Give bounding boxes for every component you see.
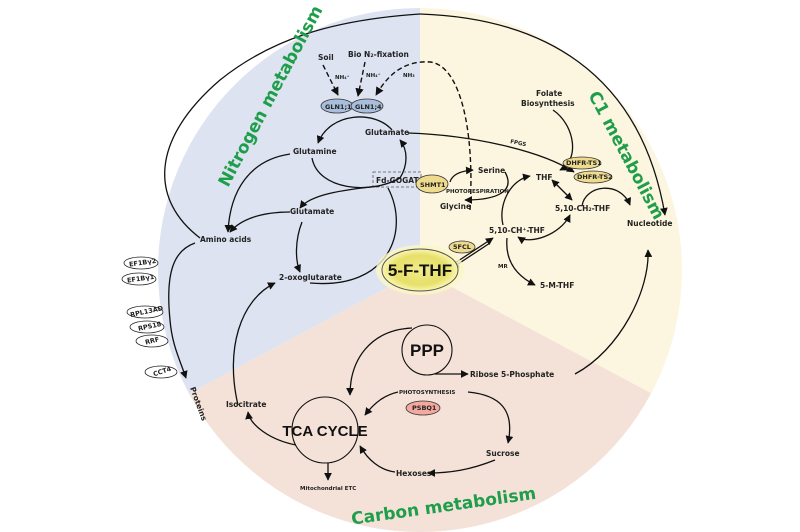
label-gln1-4: GLN1;4 [355,103,382,111]
svg-text:EF1Bγ1: EF1Bγ1 [127,273,156,285]
factor-rps18 [129,320,165,334]
label-soil: Soil [318,53,334,62]
enzyme-dhfr-ts1 [562,156,602,170]
label-dhfr-ts1: DHFR-TS1 [566,159,602,167]
label-ch2-thf: 5,10-CH₂-THF [555,204,610,213]
label-dhfr-ts2: DHFR-TS2 [577,173,613,181]
label-nucleotide: Nucleotide [627,219,672,228]
label-nh4-b: NH₄⁺ [366,72,381,79]
label-psbq1: PSBQ1 [412,404,437,412]
label-amino-acids: Amino acids [200,235,252,244]
label-glutamine: Glutamine [293,147,337,156]
label-biosynthesis: Biosynthesis [521,99,575,108]
label-gln1-1: GLN1;1 [325,103,352,111]
label-shmt1: SHMT1 [420,181,446,189]
label-mitochondrial-etc: Mitochondrial ETC [300,486,356,492]
outer-arc-c1 [419,13,668,216]
factor-cct4 [144,365,178,379]
label-folate: Folate [536,89,562,98]
label-nh3: NH₃ [403,73,415,79]
label-nh4-a: NH₄⁺ [335,74,350,81]
label-glycine: Glycine [440,202,471,211]
label-serine: Serine [478,166,505,175]
label-isocitrate: Isocitrate [226,400,266,409]
svg-text:EF1Bγ2: EF1Bγ2 [129,257,157,269]
label-ppp: PPP [410,341,444,360]
enzyme-psbq1 [405,400,441,416]
enzyme-5fcl [448,240,476,254]
label-tca-cycle: TCA CYCLE [282,423,367,440]
label-glutamate-mid: Glutamate [290,207,334,216]
label-ch-thf: 5,10-CH⁺-THF [489,226,545,235]
factor-ef1by1 [121,272,157,286]
factor-rpl13ad [126,305,164,319]
ppp-circle [401,324,453,376]
label-glutamate-top: Glutamate [365,128,409,137]
label-5-f-thf: 5-F-THF [388,261,452,280]
svg-text:RRF: RRF [144,335,160,346]
label-photorespiration: PHOTORESPIRATION [446,189,509,195]
factor-ef1by2 [123,256,159,270]
label-ribose-5-phosphate: Ribose 5-Phosphate [470,370,554,379]
label-5-m-thf: 5-M-THF [540,281,574,290]
label-2-oxoglutarate: 2-oxoglutarate [279,273,342,282]
enzyme-shmt1 [415,174,449,194]
enzyme-gln1-4 [350,98,384,114]
label-hexoses: Hexoses [396,469,432,478]
tca-circle [291,396,359,464]
center-5-f-thf [381,248,459,292]
protein-factor-list: EF1Bγ2 EF1Bγ1 RPL13AD RPS18 RRF CCT4 [121,256,178,379]
enzyme-dhfr-ts2 [573,170,613,184]
label-thf: THF [536,173,553,182]
factor-rrf [135,334,169,348]
outer-arc-nitrogen [164,13,421,239]
label-mr: MR [498,264,508,270]
label-photosynthesis: PHOTOSYNTHESIS [399,390,455,396]
label-fd-gogat: Fd-GOGAT [376,176,420,185]
label-5fcl: 5FCL [453,243,471,251]
label-sucrose: Sucrose [486,449,520,458]
label-fpgs: FPGS [510,139,527,148]
label-bio-n2-fixation: Bio N₂-fixation [348,50,409,59]
